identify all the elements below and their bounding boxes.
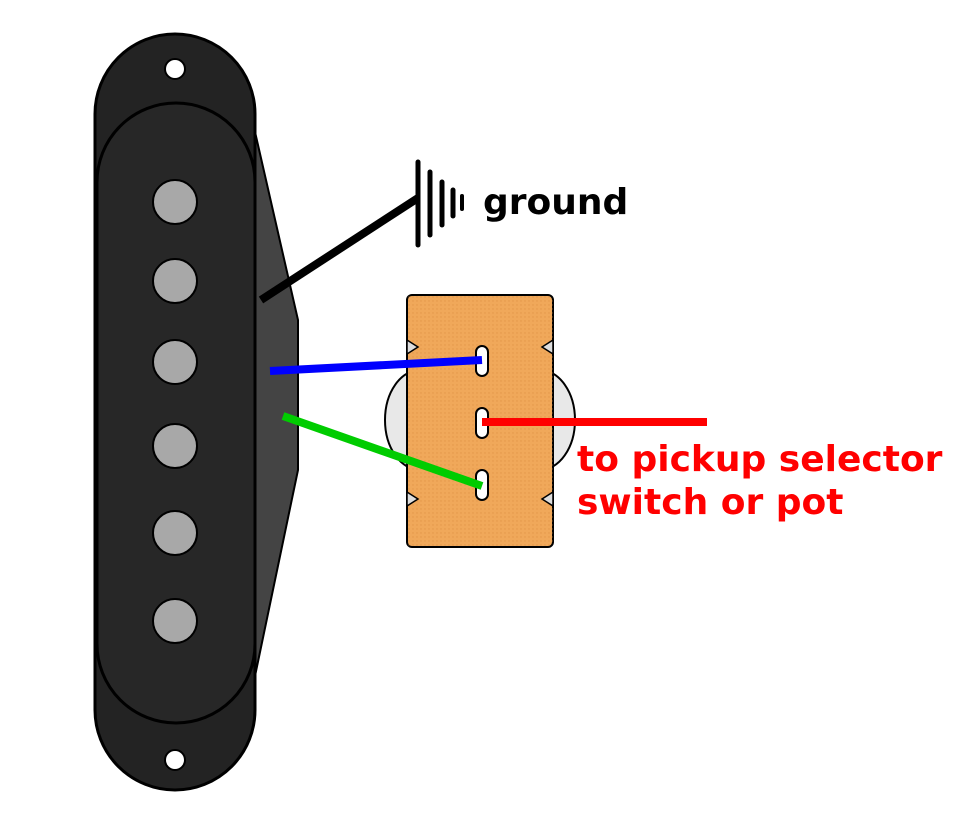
blue-wire [269, 356, 483, 375]
destination-label-line2: switch or pot [577, 482, 843, 523]
mounting-hole-top [164, 58, 186, 80]
pickup-side [249, 109, 299, 701]
pole-piece [152, 598, 198, 644]
pickup-body [95, 101, 257, 725]
pole-piece [152, 510, 198, 556]
ground-label: ground [483, 182, 628, 223]
mounting-hole-bottom [164, 749, 186, 771]
destination-label-line1: to pickup selector [577, 439, 943, 480]
ground-wire [258, 194, 421, 304]
pole-piece [152, 423, 198, 469]
pole-piece [152, 258, 198, 304]
ground-symbol-icon [415, 159, 464, 248]
pole-piece [152, 339, 198, 385]
pole-pieces [152, 179, 198, 644]
pole-piece [152, 179, 198, 225]
green-wire [281, 412, 484, 490]
